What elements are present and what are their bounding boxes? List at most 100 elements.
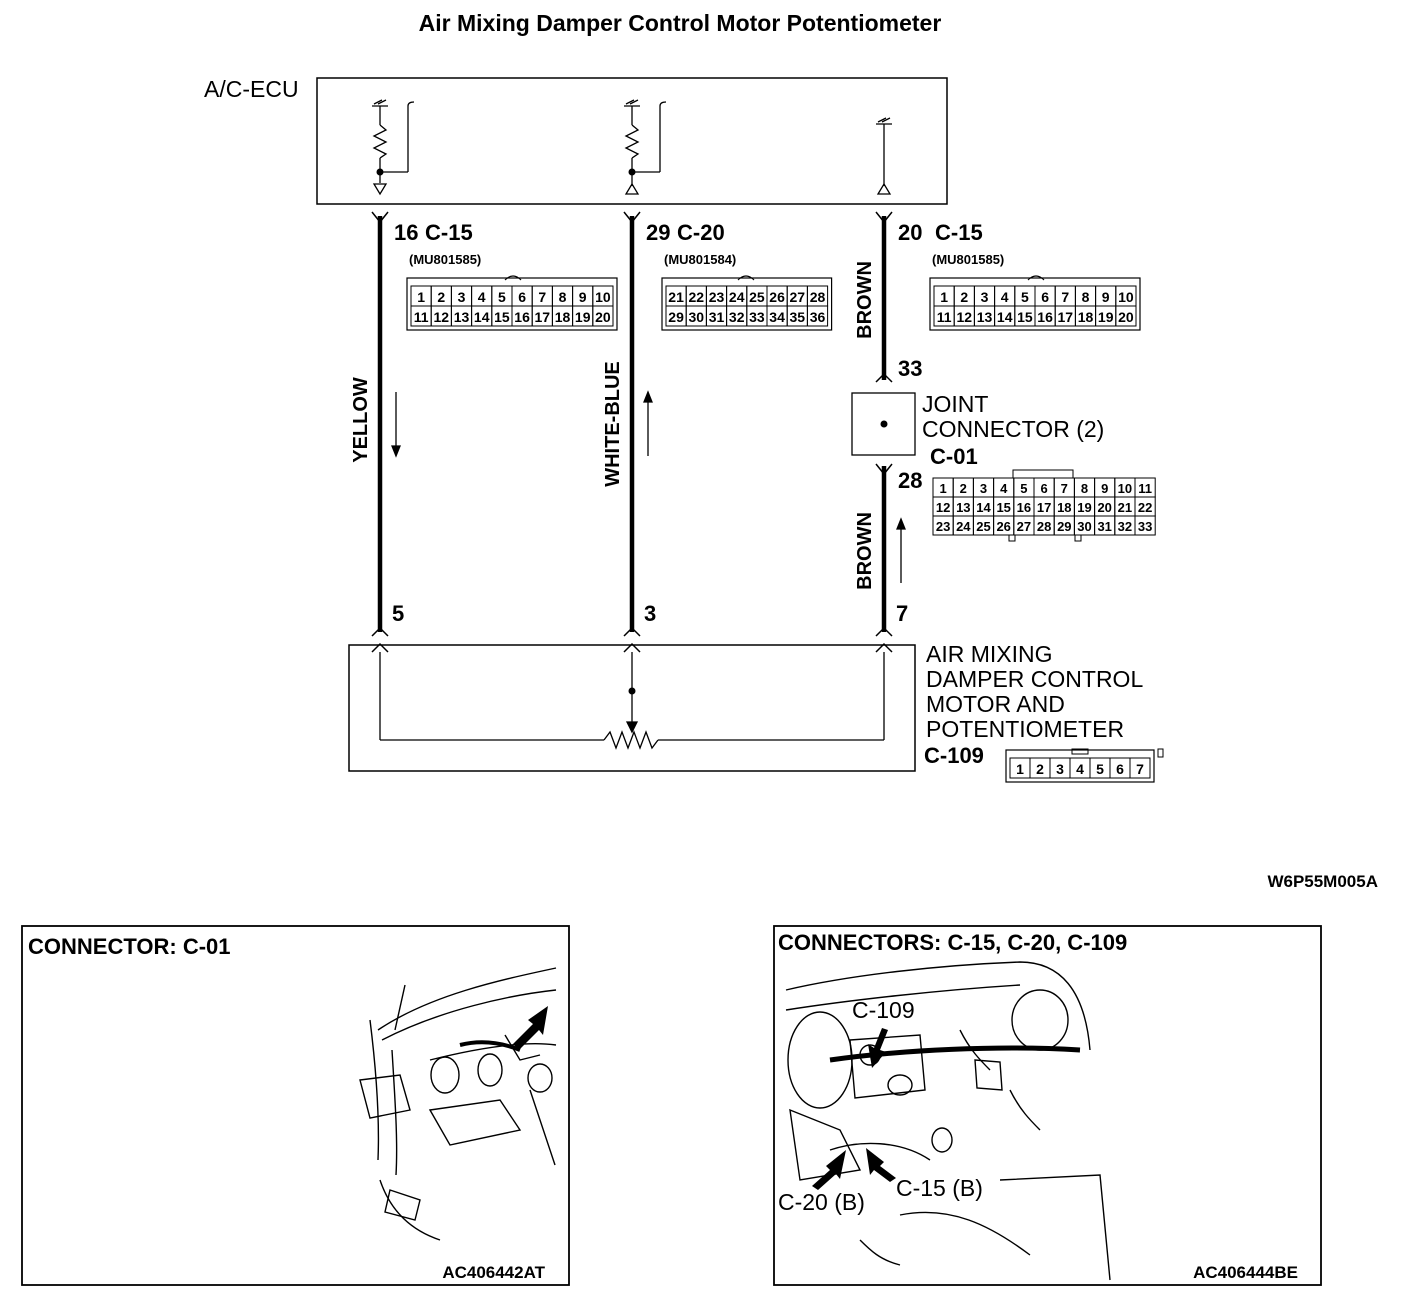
pin-number: 29 xyxy=(1057,519,1071,534)
latch xyxy=(504,275,522,281)
pin-cell xyxy=(1134,515,1156,536)
pin-number: 34 xyxy=(769,309,785,325)
dashboard-illustration-left xyxy=(359,967,557,1241)
pin-number: 3 xyxy=(1056,761,1064,777)
connector-c109-label: C-109 xyxy=(924,743,984,768)
pin-number: 12 xyxy=(434,309,450,325)
pin-number: 7 xyxy=(1136,761,1144,777)
pin-number: 17 xyxy=(535,309,551,325)
latch xyxy=(1008,534,1016,542)
terminal-chevrons xyxy=(371,211,893,653)
wire-color-brown-lower: BROWN xyxy=(854,512,876,590)
wire-color-brown-upper: BROWN xyxy=(854,261,876,339)
terminal-33: 33 xyxy=(898,356,922,381)
pin-cell xyxy=(1129,757,1151,779)
motor-label-4: POTENTIOMETER xyxy=(926,716,1124,742)
terminal-28: 28 xyxy=(898,468,922,493)
pin-number: 1 xyxy=(939,481,946,496)
connector-housing xyxy=(406,277,618,331)
panel-right-code: AC406444BE xyxy=(1193,1263,1298,1282)
joint-node xyxy=(880,420,888,428)
pin-number: 16 xyxy=(1017,500,1031,515)
pin-number: 22 xyxy=(689,289,705,305)
pin-number: 33 xyxy=(749,309,765,325)
c15-part-number-2: (MU801585) xyxy=(932,252,1004,267)
pin-number: 1 xyxy=(417,289,425,305)
connector-c20-label: C-20 xyxy=(677,220,725,245)
connector-housing xyxy=(929,277,1141,331)
ecu-label: A/C-ECU xyxy=(204,76,299,102)
pin-number: 15 xyxy=(1017,309,1033,325)
pin-number: 8 xyxy=(559,289,567,305)
pin-number: 27 xyxy=(790,289,806,305)
pin-number: 23 xyxy=(936,519,950,534)
pin-number: 10 xyxy=(1118,289,1134,305)
pin-number: 27 xyxy=(1017,519,1031,534)
pin-number: 11 xyxy=(1138,481,1152,496)
callout-c109: C-109 xyxy=(852,997,915,1023)
pin-number: 9 xyxy=(1101,481,1108,496)
callout-c15: C-15 (B) xyxy=(896,1175,983,1201)
terminal-5: 5 xyxy=(392,601,404,626)
wire-color-yellow: YELLOW xyxy=(350,377,372,463)
pin-number: 19 xyxy=(1077,500,1091,515)
pin-number: 32 xyxy=(729,309,745,325)
pin-cell xyxy=(806,305,829,327)
pin-number: 24 xyxy=(956,519,971,534)
callout-c20: C-20 (B) xyxy=(778,1189,865,1215)
joint-label-1: JOINT xyxy=(922,391,988,417)
wire-color-white-blue: WHITE-BLUE xyxy=(602,361,624,487)
dashboard-illustration-right xyxy=(785,961,1111,1281)
panel-right-title: CONNECTORS: C-15, C-20, C-109 xyxy=(778,930,1127,955)
pin-number: 3 xyxy=(458,289,466,305)
pin-number: 20 xyxy=(595,309,611,325)
harness-wires xyxy=(377,216,887,632)
pin-number: 6 xyxy=(518,289,526,305)
connector-housing xyxy=(1005,749,1155,783)
pin-number: 7 xyxy=(1061,481,1068,496)
c20-part-number: (MU801584) xyxy=(664,252,736,267)
connector-housing xyxy=(661,277,833,331)
latch xyxy=(737,275,755,281)
ecu-node-2 xyxy=(628,168,636,176)
pin-number: 12 xyxy=(957,309,973,325)
ecu-circuit-3 xyxy=(876,117,892,195)
latch xyxy=(1074,534,1082,542)
connector-c15-label-2: C-15 xyxy=(935,220,983,245)
pin-number: 25 xyxy=(749,289,765,305)
pin-number: 5 xyxy=(1020,481,1027,496)
connector-c15-label-1: C-15 xyxy=(425,220,473,245)
pin-number: 14 xyxy=(997,309,1013,325)
pin-number: 22 xyxy=(1138,500,1152,515)
connector-location-panel-left xyxy=(21,925,570,1286)
motor-box xyxy=(348,644,916,772)
pin-number: 5 xyxy=(498,289,506,305)
panel-left-code: AC406442AT xyxy=(442,1263,545,1282)
terminal-16: 16 xyxy=(394,220,418,245)
pin-number: 17 xyxy=(1058,309,1074,325)
signal-arrows xyxy=(391,390,906,583)
pin-number: 20 xyxy=(1118,309,1134,325)
ecu-circuit-1 xyxy=(372,99,415,196)
pin-number: 28 xyxy=(810,289,826,305)
pin-number: 10 xyxy=(595,289,611,305)
ecu-box xyxy=(316,77,948,205)
pin-number: 15 xyxy=(494,309,510,325)
joint-label-2: CONNECTOR (2) xyxy=(922,416,1104,442)
pin-number: 2 xyxy=(437,289,445,305)
pin-number: 33 xyxy=(1138,519,1152,534)
pin-number: 15 xyxy=(996,500,1010,515)
pin-number: 4 xyxy=(1000,481,1008,496)
pin-number: 6 xyxy=(1041,289,1049,305)
pin-number: 26 xyxy=(769,289,785,305)
pin-number: 35 xyxy=(790,309,806,325)
c15-part-number-1: (MU801585) xyxy=(409,252,481,267)
pin-number: 11 xyxy=(937,309,952,325)
potentiometer-circuit xyxy=(379,652,885,750)
terminal-20: 20 xyxy=(898,220,922,245)
diagram-code: W6P55M005A xyxy=(1267,872,1378,891)
ecu-circuit-2 xyxy=(624,99,667,195)
